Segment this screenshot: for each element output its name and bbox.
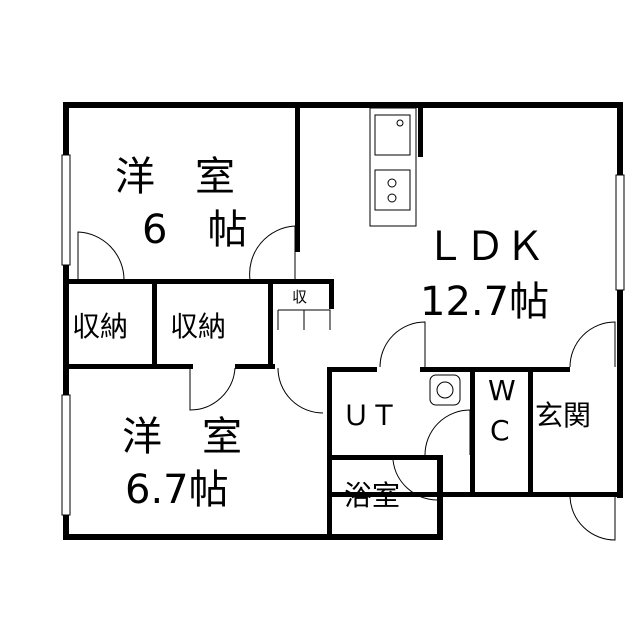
- bathroom-label: 浴室: [344, 479, 400, 512]
- sink-icon: [374, 114, 411, 156]
- storage-small-label: 収: [292, 288, 307, 306]
- western-room-1-name: 洋 室: [115, 154, 235, 200]
- wc-label-w: W: [488, 374, 516, 407]
- stove-icon: [374, 169, 411, 211]
- washbasin-icon: [429, 374, 461, 406]
- doors: [77, 225, 616, 541]
- wc-label-c: C: [490, 414, 510, 447]
- window: [615, 174, 625, 291]
- walls: [63, 102, 623, 540]
- kitchen-counter: [369, 107, 417, 227]
- window: [61, 154, 71, 266]
- western-room-2-size: 6.7帖: [125, 467, 229, 513]
- entrance-label: 玄関: [535, 399, 591, 432]
- storage-2-label: 収納: [170, 310, 226, 343]
- western-room-1-size: 6 帖: [142, 207, 247, 253]
- ldk-size: 12.7帖: [420, 279, 549, 325]
- utility-label: ＵＴ: [342, 399, 398, 432]
- ldk-name: ＬＤＫ: [425, 224, 545, 270]
- western-room-2-name: 洋 室: [122, 414, 242, 460]
- window: [61, 394, 71, 516]
- storage-1-label: 収納: [72, 310, 128, 343]
